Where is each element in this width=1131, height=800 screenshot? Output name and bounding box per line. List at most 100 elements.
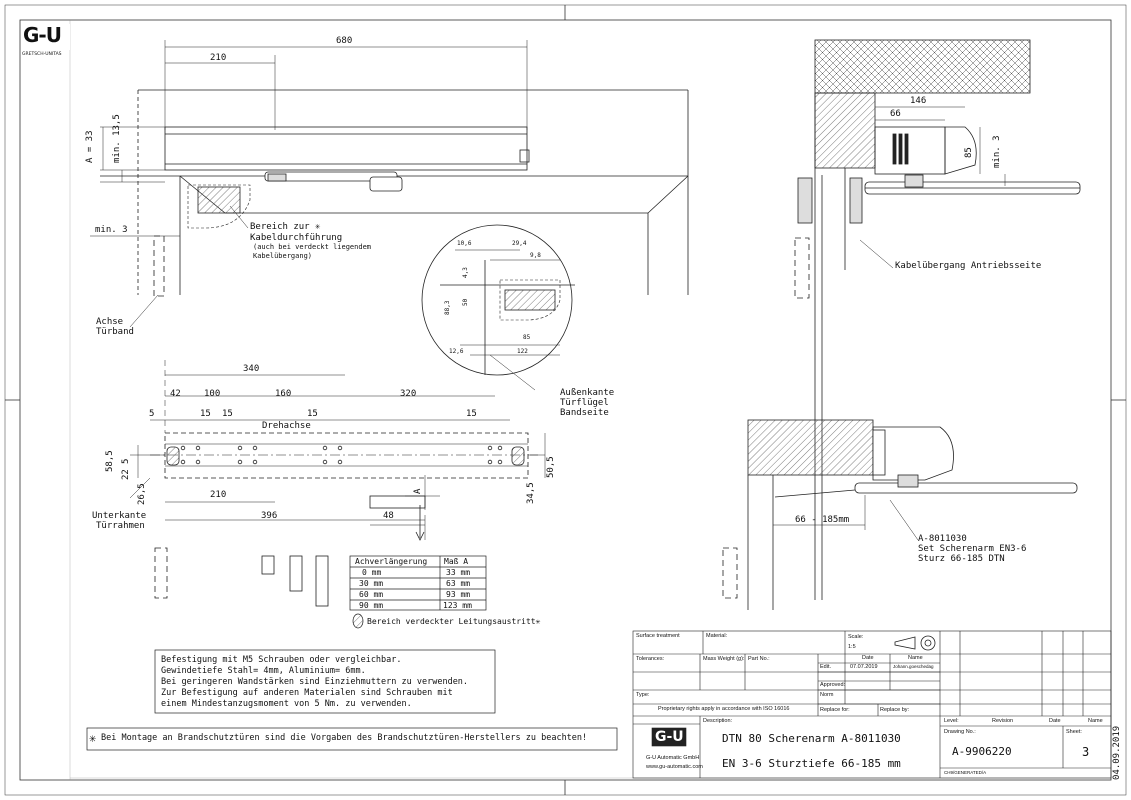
- note-line-1: Befestigung mit M5 Schrauben oder vergle…: [161, 655, 402, 665]
- dim-66: 66: [890, 109, 901, 119]
- label-unterkante: Unterkante: [92, 511, 147, 521]
- note-line-3: Bei geringeren Wandstärken sind Einziehm…: [161, 677, 469, 687]
- table-row: 90 mm: [359, 601, 384, 610]
- tb-rights: Proprietary rights apply in accordance w…: [658, 706, 790, 712]
- tb-company: G-U Automatic GmbH: [646, 755, 700, 761]
- tb-partno: Part No.:: [748, 656, 770, 662]
- tb-scale-label: Scale:: [848, 634, 864, 640]
- detail-circle: [421, 224, 575, 391]
- dim-a33: A = 33: [85, 130, 95, 163]
- tb-mass: Mass Weight (g):: [703, 656, 745, 662]
- label-set-1: A-8011030: [918, 534, 967, 544]
- dim-min3-side: min. 3: [992, 135, 1002, 168]
- tb-revision: Revision: [992, 718, 1014, 724]
- table-row: 93 mm: [446, 590, 471, 599]
- label-tuerrahmen: Türrahmen: [96, 521, 145, 531]
- logo-mark: G-U: [23, 23, 62, 47]
- dim-42: 42: [170, 389, 181, 399]
- tb-approved: Approved:: [820, 682, 846, 688]
- note-line-2: Gewindetiefe Stahl= 4mm, Aluminium= 6mm.: [161, 666, 366, 676]
- dim-22: 22: [121, 469, 131, 480]
- dim-34-5: 34,5: [526, 482, 536, 504]
- dim-85: 85: [964, 147, 974, 158]
- label-set-3: Sturz 66-185 DTN: [918, 554, 1005, 564]
- tb-file: CH9/GENERATED/A: [944, 770, 987, 775]
- dim-100: 100: [204, 389, 221, 399]
- tb-edit-date: 07.07.2019: [850, 664, 878, 670]
- dim-340: 340: [243, 364, 260, 374]
- detail-12-6: 12,6: [449, 348, 464, 355]
- label-set-2: Set Scherenarm EN3-6: [918, 544, 1027, 554]
- detail-88-3: 88,3: [444, 300, 451, 315]
- detail-10-6: 10,6: [457, 240, 472, 247]
- dim-26-5: 26,5: [137, 483, 147, 505]
- label-tuerband: Türband: [96, 327, 134, 337]
- dim-min135: min. 13,5: [112, 114, 122, 163]
- dim-15-b: 15: [222, 409, 233, 419]
- side-view-bottom: [722, 419, 1078, 610]
- tb-name-h: Name: [908, 655, 923, 661]
- table-header-1: Maß A: [444, 557, 469, 566]
- dim-146: 146: [910, 96, 927, 106]
- tb-drawing-no: A-9906220: [952, 745, 1012, 758]
- projection-symbol-icon: [894, 635, 936, 651]
- detail-85: 85: [523, 334, 531, 341]
- dim-680: 680: [336, 36, 353, 46]
- tb-surface: Surface treatment: [636, 633, 680, 639]
- label-kabeluebergang-antrieb: Kabelübergang Antriebsseite: [895, 261, 1042, 271]
- tb-web: www.gu-automatic.com: [646, 764, 703, 770]
- label-aussenkante: Außenkante: [560, 388, 615, 398]
- detail-50: 50: [462, 298, 469, 306]
- label-bandseite: Bandseite: [560, 408, 609, 418]
- label-achse: Achse: [96, 317, 124, 327]
- detail-122: 122: [517, 348, 528, 355]
- dim-210-top: 210: [210, 53, 227, 63]
- tb-edit: Edit.: [820, 664, 832, 670]
- detail-29-4: 29,4: [512, 240, 527, 247]
- label-bereich: Bereich zur ✳: [250, 222, 321, 232]
- tb-edit-name: Johann.goeschedag: [893, 664, 934, 669]
- tb-replace-by: Replace by:: [880, 707, 910, 713]
- tb-tolerances: Tolerances:: [636, 656, 665, 662]
- dim-160: 160: [275, 389, 292, 399]
- dim-50-5: 50,5: [546, 456, 556, 478]
- dim-66-185: 66 - 185mm: [795, 515, 850, 525]
- dim-5: 5: [149, 409, 155, 419]
- tb-name2: Name: [1088, 718, 1103, 724]
- dim-15-c: 15: [307, 409, 318, 419]
- tb-sheet-label: Sheet:: [1066, 729, 1082, 735]
- tb-date-h: Date: [862, 655, 874, 661]
- dim-210: 210: [210, 490, 227, 500]
- note-line-4: Zur Befestigung auf anderen Materialen s…: [161, 688, 453, 698]
- front-view: [90, 40, 689, 328]
- dim-a: A: [413, 488, 423, 494]
- table-row: 63 mm: [446, 579, 471, 588]
- legend-hidden-outlet: Bereich verdeckter Leitungsaustritt✳: [367, 617, 541, 626]
- tb-description: Description:: [703, 718, 733, 724]
- asterisk-icon: ✳: [89, 731, 97, 745]
- gu-logo: [22, 24, 70, 50]
- tb-scale: 1:5: [848, 644, 856, 650]
- side-view-top: [794, 39, 1081, 600]
- tb-desc-2: EN 3-6 Sturztiefe 66-185 mm: [722, 757, 901, 770]
- logo-subtext: GRETSCH-UNITAS: [22, 52, 62, 57]
- title-block-grid: [632, 630, 1112, 779]
- dim-48: 48: [383, 511, 394, 521]
- arrow-down-icon: [415, 505, 425, 541]
- tb-date2: Date: [1049, 718, 1061, 724]
- table-row: 0 mm: [362, 568, 382, 577]
- tb-material: Material:: [706, 633, 728, 639]
- tb-sheet: 3: [1082, 745, 1090, 759]
- detail-9-8: 9,8: [530, 252, 541, 259]
- label-kabeldurchfuehrung: Kabeldurchführung: [250, 233, 343, 243]
- dim-min3: min. 3: [95, 225, 128, 235]
- table-row: 60 mm: [359, 590, 384, 599]
- tb-drawing-no-label: Drawing No.:: [944, 729, 976, 735]
- dim-15-a: 15: [200, 409, 211, 419]
- dim-15-d: 15: [466, 409, 477, 419]
- dim-58-5: 58,5: [105, 450, 115, 472]
- note-line-5: einem Mindestanzugsmoment von 5 Nm. zu v…: [161, 699, 412, 709]
- label-drehachse: Drehachse: [262, 421, 311, 431]
- mounting-view: [129, 360, 546, 607]
